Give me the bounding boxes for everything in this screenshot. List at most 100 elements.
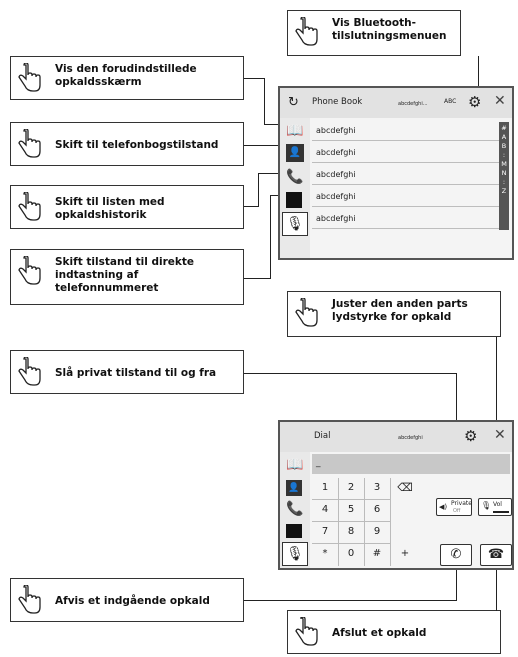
keypad-key[interactable]: 4 — [321, 504, 329, 515]
voice-icon: 🎙 — [481, 501, 492, 510]
status-name: abcdefghi — [398, 435, 423, 441]
keypad-key[interactable]: 8 — [347, 526, 355, 537]
list-item[interactable]: abcdefghi — [312, 208, 508, 229]
callout-text: Vis den forudindstillede opkaldsskærm — [55, 63, 197, 88]
hangup-button[interactable]: ☎ — [480, 544, 512, 566]
leader-line — [244, 145, 278, 146]
list-item[interactable]: abcdefghi — [312, 120, 508, 141]
keypad-key[interactable]: 5 — [347, 504, 355, 515]
vol-level-bar — [493, 511, 509, 513]
keypad-divider — [312, 499, 390, 500]
callout-privacy-mode: Slå privat tilstand til og fra — [10, 350, 244, 394]
pointing-hand-icon — [294, 16, 318, 53]
speaker-icon: ◀) — [439, 503, 448, 511]
leader-line — [264, 78, 265, 124]
callout-text: Juster den anden parts lydstyrke for opk… — [332, 298, 468, 323]
callout-phonebook-mode: Skift til telefonbogstilstand — [10, 122, 244, 166]
alphabet-index-entry[interactable]: # — [501, 124, 507, 132]
leader-line — [244, 373, 456, 374]
keypad-divider — [312, 543, 390, 544]
phonebook-icon[interactable]: 📖 — [286, 123, 304, 139]
call-button[interactable]: ✆ — [440, 544, 472, 566]
keypad-divider — [364, 478, 365, 566]
pointing-hand-icon — [17, 356, 41, 393]
alphabet-index-entry[interactable]: : — [502, 151, 506, 159]
call-history-icon[interactable]: 📞 — [286, 169, 304, 185]
keypad-key[interactable]: 1 — [321, 482, 329, 493]
dial-topbar: Dial abcdefghi ⚙ ✕ — [280, 422, 512, 452]
keypad-key[interactable]: 7 — [321, 526, 329, 537]
callout-end-call: Afslut et opkald — [287, 606, 501, 654]
callout-preset-screen: Vis den forudindstillede opkaldsskærm — [10, 56, 244, 100]
keypad: 1 2 3 ⌫ 4 5 6 7 8 9 * 0 # + — [312, 476, 432, 568]
close-icon[interactable]: ✕ — [494, 427, 506, 443]
leader-line — [478, 56, 479, 88]
keypad-key[interactable]: + — [400, 548, 410, 559]
alphabet-index-entry[interactable]: Z — [501, 187, 507, 195]
pointing-hand-icon — [17, 191, 41, 228]
leader-line — [258, 173, 278, 174]
hangup-icon: ☎ — [487, 547, 505, 562]
keypad-key[interactable]: 3 — [373, 482, 381, 493]
vol-button[interactable]: 🎙 Vol — [478, 498, 512, 516]
close-icon[interactable]: ✕ — [494, 93, 506, 109]
alphabet-index-entry[interactable]: A — [501, 133, 507, 141]
callout-text: Slå privat tilstand til og fra — [55, 367, 217, 379]
dial-screen: Dial abcdefghi ⚙ ✕ 📖 👤 📞 🎙 _ 1 2 3 ⌫ 4 5… — [278, 420, 514, 570]
keypad-key[interactable]: * — [322, 548, 328, 559]
keypad-key[interactable]: 2 — [347, 482, 355, 493]
alphabet-index[interactable]: # A B : M N : Z — [499, 122, 509, 230]
list-item[interactable]: abcdefghi — [312, 164, 508, 185]
page-title: Phone Book — [312, 97, 363, 107]
backspace-icon[interactable]: ⌫ — [397, 481, 413, 494]
leader-line — [456, 568, 457, 601]
private-button[interactable]: ◀) Private Off — [436, 498, 472, 516]
keypad-divider — [338, 478, 339, 566]
alphabet-index-entry[interactable]: : — [502, 178, 506, 186]
keypad-icon[interactable] — [286, 192, 302, 208]
gear-icon[interactable]: ⚙ — [468, 93, 482, 111]
keypad-key[interactable]: # — [372, 548, 382, 559]
gear-icon[interactable]: ⚙ — [464, 427, 478, 445]
page-title: Dial — [314, 431, 331, 441]
preset-icon[interactable]: 👤 — [286, 480, 302, 496]
keypad-divider — [312, 521, 390, 522]
callout-direct-entry: Skift tilstand til direkte indtastning a… — [10, 249, 244, 305]
pointing-hand-icon — [294, 606, 318, 653]
leader-line — [244, 278, 270, 279]
status-name: abcdefghi... — [398, 101, 428, 107]
pointing-hand-icon — [17, 128, 41, 165]
leader-line — [258, 173, 259, 207]
abc-sort-button[interactable]: ABC — [444, 98, 457, 105]
keypad-key[interactable]: 6 — [373, 504, 381, 515]
pointing-hand-icon — [17, 255, 41, 292]
phonebook-icon[interactable]: 📖 — [286, 457, 304, 473]
refresh-icon[interactable]: ↻ — [288, 95, 299, 110]
alphabet-index-entry[interactable]: M — [501, 160, 507, 168]
leader-line — [264, 124, 278, 125]
preset-icon[interactable]: 👤 — [286, 144, 304, 162]
keypad-icon[interactable] — [286, 524, 302, 538]
voice-recognition-icon[interactable]: 🎙 — [282, 542, 308, 566]
keypad-key[interactable]: 9 — [373, 526, 381, 537]
alphabet-index-entry[interactable]: N — [501, 169, 507, 177]
keypad-key[interactable]: 0 — [347, 548, 355, 559]
voice-recognition-icon[interactable]: 🎙 — [282, 212, 308, 236]
call-icon: ✆ — [450, 547, 462, 562]
list-item[interactable]: abcdefghi — [312, 142, 508, 163]
callout-text: Afslut et opkald — [332, 627, 427, 639]
alphabet-index-entry[interactable]: B — [501, 142, 507, 150]
callout-other-volume: Juster den anden parts lydstyrke for opk… — [287, 291, 501, 337]
number-input[interactable]: _ — [312, 454, 510, 474]
leader-line — [244, 600, 456, 601]
call-history-icon[interactable]: 📞 — [286, 501, 304, 517]
phonebook-screen: ↻ Phone Book abcdefghi... ABC ⚙ ✕ 📖 👤 📞 … — [278, 86, 514, 260]
private-label: Private — [451, 500, 472, 507]
leader-line — [496, 568, 497, 611]
phonebook-topbar: ↻ Phone Book abcdefghi... ABC ⚙ ✕ — [280, 88, 512, 118]
number-input-value: _ — [316, 458, 321, 468]
list-item[interactable]: abcdefghi — [312, 186, 508, 207]
leader-line — [496, 337, 497, 499]
leader-line — [244, 206, 258, 207]
pointing-hand-icon — [17, 584, 41, 621]
